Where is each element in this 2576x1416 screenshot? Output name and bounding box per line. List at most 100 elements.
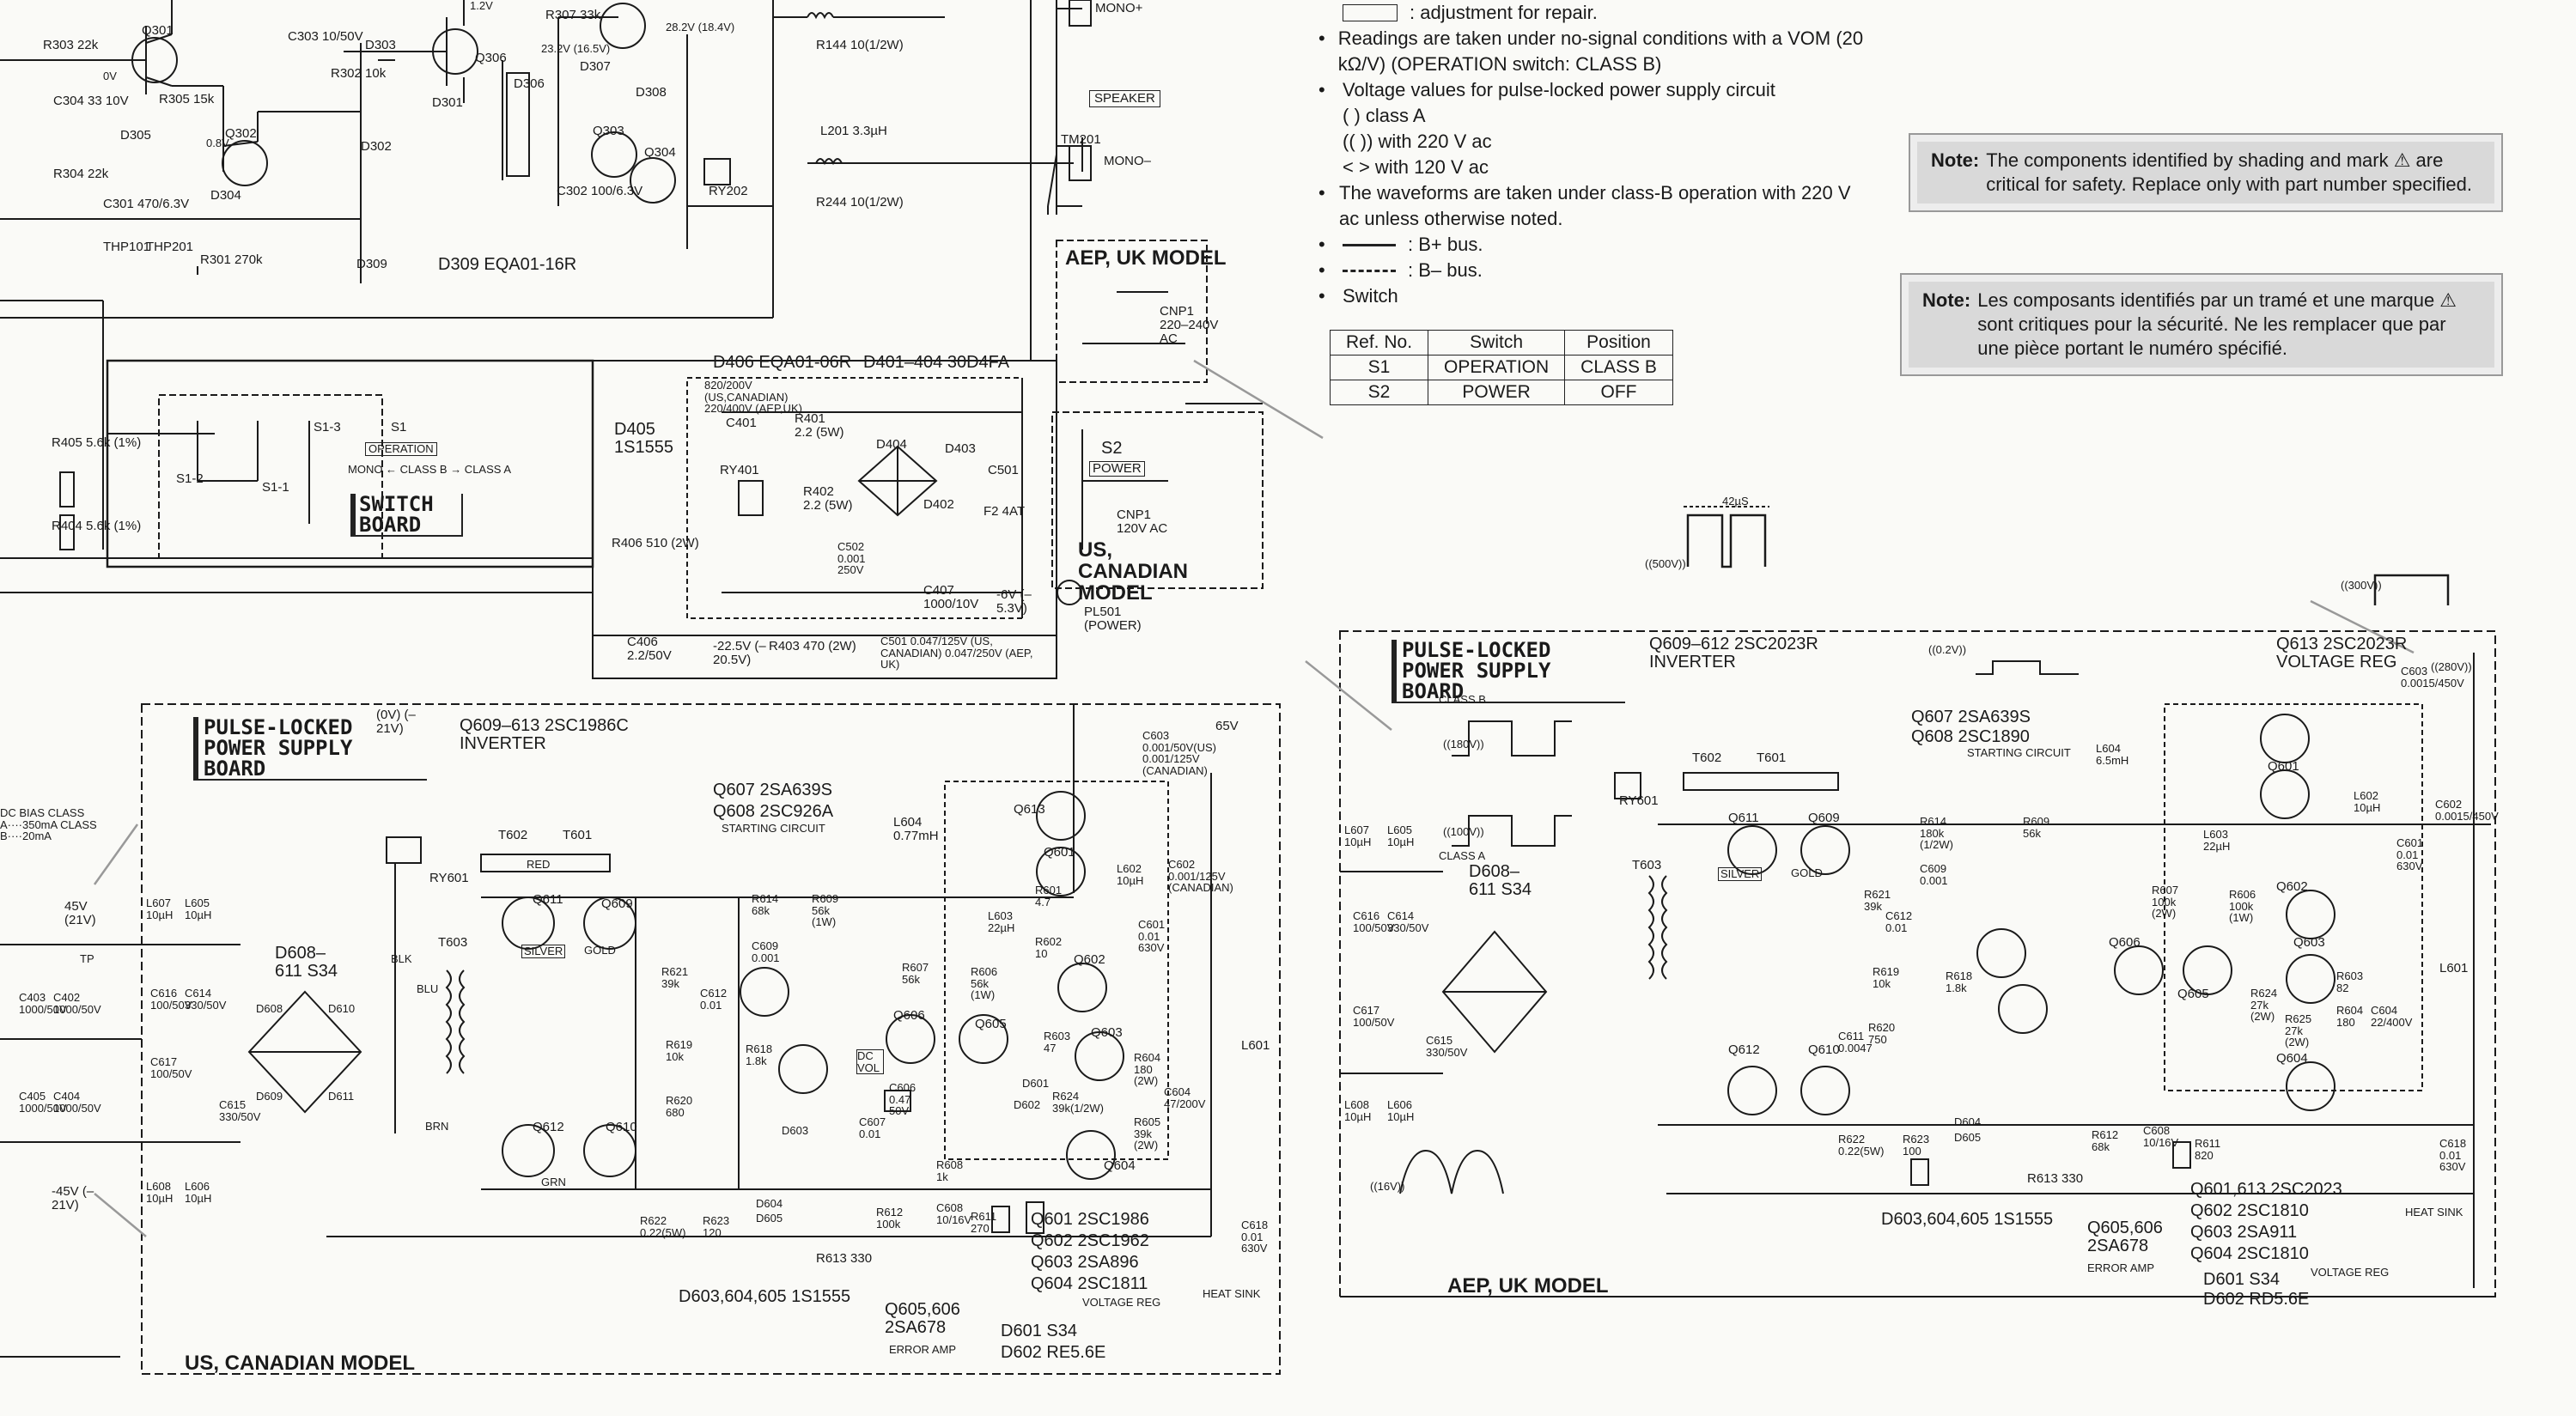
label-q605l-right: Q605,606 2SA678 bbox=[2087, 1218, 2163, 1255]
note-bullet-2: •Voltage values for pulse-locked power s… bbox=[1318, 77, 1868, 103]
label-t602-right: T602 bbox=[1692, 751, 1722, 765]
label-s1: S1 bbox=[391, 420, 407, 435]
label-gold-left: GOLD bbox=[584, 944, 616, 957]
label-q610-left: Q610 bbox=[606, 1120, 637, 1134]
label-r622-right: R622 0.22(5W) bbox=[1838, 1133, 1885, 1158]
label-d308: D308 bbox=[636, 85, 667, 100]
table-row: S2 POWER OFF bbox=[1329, 380, 1673, 405]
label-r606-right: R606 100k (1W) bbox=[2229, 888, 2256, 925]
label-c615-left: C615 330/50V bbox=[219, 1098, 261, 1123]
label-c614-right: C614 330/50V bbox=[1387, 909, 1429, 934]
label-q602l-right: Q602 2SC1810 bbox=[2190, 1201, 2309, 1220]
label-d608-left: D608–611 S34 bbox=[275, 944, 338, 981]
label-mono-minus: MONO– bbox=[1104, 154, 1152, 168]
label-q613-left: Q613 bbox=[1014, 802, 1045, 817]
label-v180: ((180V)) bbox=[1443, 738, 1484, 751]
label-mono-class-seq: MONO ← CLASS B → CLASS A bbox=[348, 463, 511, 476]
label-d309-type: D309 EQA01-16R bbox=[438, 255, 577, 274]
label-l603-right: L603 22µH bbox=[2203, 828, 2231, 853]
label-c603-left: C603 0.001/50V(US) 0.001/125V (CANADIAN) bbox=[1142, 729, 1216, 777]
label-q301: Q301 bbox=[142, 23, 174, 38]
label-c616-left: C616 100/50V bbox=[150, 987, 192, 1012]
label-r606-left: R606 56k (1W) bbox=[971, 965, 998, 1002]
switch-table-header: Ref. No. Switch Position bbox=[1329, 330, 1673, 356]
label-r307: R307 33k bbox=[545, 8, 601, 22]
note-bullet-2b: (( )) with 220 V ac bbox=[1343, 129, 1868, 155]
note-bullet-3: •The waveforms are taken under class-B o… bbox=[1318, 180, 1868, 232]
label-r607-right: R607 100k (2W) bbox=[2152, 884, 2179, 921]
label-r624-left: R624 39k(1/2W) bbox=[1052, 1090, 1104, 1115]
label-q609b-right: Q609 bbox=[1808, 811, 1840, 825]
label-c607-left: C607 0.01 bbox=[859, 1115, 886, 1140]
label-d611-left: D611 bbox=[328, 1090, 355, 1103]
label-l603-left: L603 22µH bbox=[988, 909, 1015, 934]
label-r618-left: R618 1.8k bbox=[746, 1042, 773, 1067]
switch-col-ref: Ref. No. bbox=[1329, 330, 1429, 356]
label-c604-left: C604 47/200V bbox=[1164, 1085, 1206, 1110]
label-r406: R406 510 (2W) bbox=[612, 536, 699, 550]
label-c603-right: C603 0.0015/450V bbox=[2401, 665, 2464, 690]
label-l605-left: L605 10µH bbox=[185, 896, 212, 921]
label-r614-right: R614 180k (1/2W) bbox=[1920, 815, 1953, 852]
label-q602-right: Q602 bbox=[2276, 879, 2308, 894]
speaker-label: SPEAKER bbox=[1089, 90, 1160, 107]
label-q608-right: Q608 2SC1890 bbox=[1911, 727, 2030, 746]
label-q611-left: Q611 bbox=[533, 892, 563, 907]
label-c406: C406 2.2/50V bbox=[627, 635, 672, 663]
label-d605-left: D605 bbox=[756, 1212, 783, 1225]
label-v280: ((280V)) bbox=[2431, 660, 2472, 673]
pulse-board-title-right: PULSE-LOCKED POWER SUPPLY BOARD bbox=[1392, 640, 1625, 703]
label-classb-right: CLASS B bbox=[1439, 693, 1486, 706]
label-12v: 1.2V bbox=[470, 0, 493, 12]
label-r609-right: R609 56k bbox=[2023, 815, 2050, 840]
label-v21-left: (0V) (–21V) bbox=[376, 708, 416, 736]
switch-cell: S2 bbox=[1329, 380, 1429, 405]
label-c616-right: C616 100/50V bbox=[1353, 909, 1395, 934]
label-v6: -6V (–5.3V) bbox=[996, 587, 1032, 616]
label-r613-right: R613 330 bbox=[2027, 1171, 2084, 1186]
label-q604-right: Q604 bbox=[2276, 1051, 2308, 1066]
label-q601l-left: Q601 2SC1986 bbox=[1031, 1210, 1149, 1229]
label-d602l-left: D602 RE5.6E bbox=[1001, 1343, 1106, 1362]
label-c501b: C501 0.047/125V (US, CANADIAN) 0.047/250… bbox=[880, 635, 1033, 672]
label-232v: 23.2V (16.5V) bbox=[541, 42, 611, 55]
label-dc-bias: DC BIAS CLASS A····350mA CLASS B····20mA bbox=[0, 806, 97, 843]
label-r620-right: R620 750 bbox=[1868, 1021, 1896, 1046]
label-l201: L201 3.3µH bbox=[820, 124, 887, 138]
label-c606-left: C606 0.47 50V bbox=[889, 1081, 917, 1118]
note-bullet-2b-text: (( )) with 220 V ac bbox=[1343, 131, 1492, 152]
label-c608-left: C608 10/16V bbox=[936, 1201, 972, 1226]
label-t603-right: T603 bbox=[1632, 858, 1662, 872]
label-grn-left: GRN bbox=[541, 1176, 566, 1188]
label-heatsink-right: HEAT SINK bbox=[2405, 1206, 2463, 1218]
label-l602-right: L602 10µH bbox=[2354, 789, 2381, 814]
label-q612-right: Q612 bbox=[1728, 1042, 1760, 1057]
label-r402: R402 2.2 (5W) bbox=[803, 484, 853, 513]
switch-cell: OPERATION bbox=[1428, 355, 1566, 380]
label-q605l-left: Q605,606 2SA678 bbox=[885, 1300, 960, 1337]
note-en-text: The components identified by shading and… bbox=[1986, 149, 2472, 195]
label-s1-2: S1-2 bbox=[176, 471, 204, 486]
label-c617-left: C617 100/50V bbox=[150, 1055, 192, 1080]
label-q604l-left: Q604 2SC1811 bbox=[1031, 1274, 1148, 1293]
note-french: Note: Les composants identifiés par un t… bbox=[1900, 273, 2503, 376]
label-l607-left: L607 10µH bbox=[146, 896, 174, 921]
label-q606-left: Q606 bbox=[893, 1008, 925, 1023]
label-d304: D304 bbox=[210, 188, 241, 203]
label-r623-right: R623 100 bbox=[1903, 1133, 1930, 1158]
label-v300: ((300V)) bbox=[2341, 579, 2382, 592]
label-t603-left: T603 bbox=[438, 935, 468, 950]
label-q606-right: Q606 bbox=[2109, 935, 2141, 950]
label-r623-left: R623 120 bbox=[703, 1214, 730, 1239]
label-r603-right: R603 82 bbox=[2336, 969, 2364, 994]
label-c402: C402 1000/50V bbox=[53, 991, 101, 1016]
label-0v-a: 0V bbox=[103, 70, 117, 82]
label-vreg-left: VOLTAGE REG bbox=[1082, 1296, 1161, 1309]
label-thp201: THP201 bbox=[146, 240, 194, 254]
label-d608a-left: D608 bbox=[256, 1002, 283, 1015]
label-heatsink-left: HEAT SINK bbox=[1203, 1287, 1261, 1300]
label-q602l-left: Q602 2SC1962 bbox=[1031, 1231, 1149, 1250]
switch-col-position: Position bbox=[1564, 330, 1673, 356]
label-r304: R304 22k bbox=[53, 167, 109, 181]
